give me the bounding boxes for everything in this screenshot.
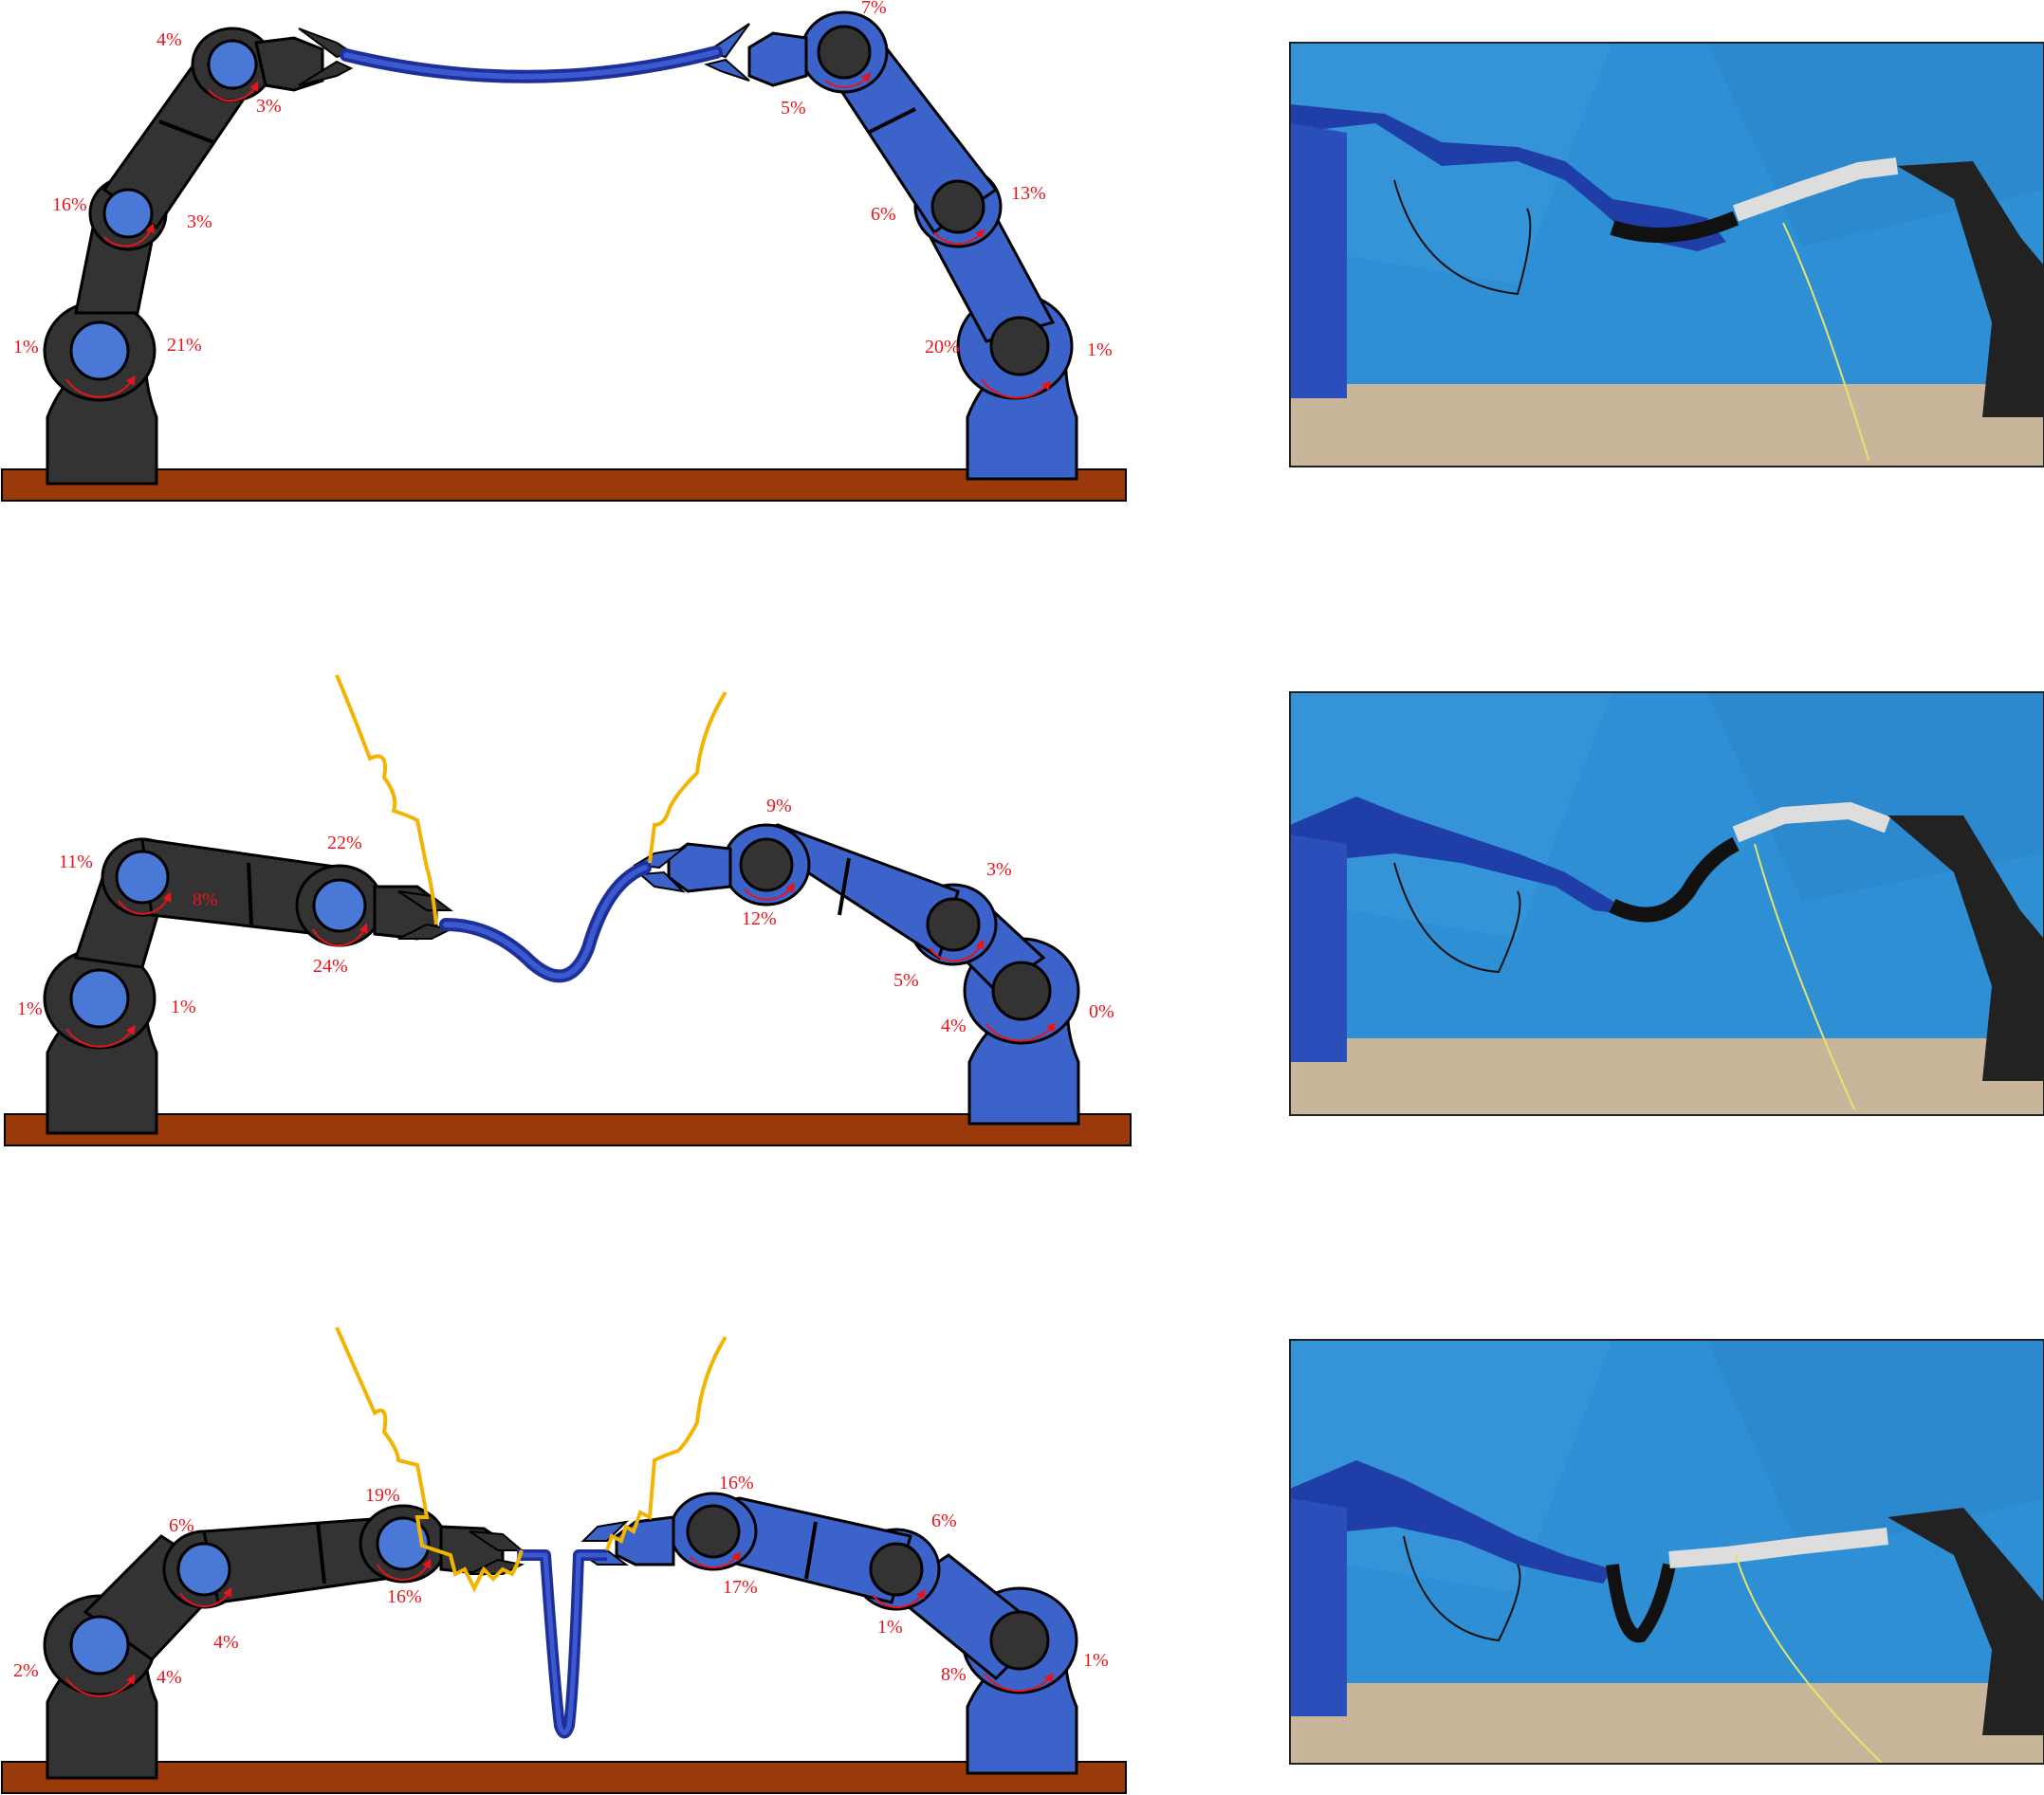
- pct-label: 21%: [167, 335, 202, 356]
- force-trace-right: [605, 1335, 727, 1551]
- pct-label: 9%: [766, 796, 792, 816]
- pct-label: 3%: [187, 211, 212, 232]
- joint-elbow: [926, 897, 981, 952]
- pct-label: 4%: [941, 1016, 967, 1036]
- pct-label: 24%: [313, 956, 348, 977]
- pct-label: 0%: [1089, 1001, 1114, 1022]
- joint-wrist: [207, 39, 258, 90]
- pct-label: 4%: [157, 29, 182, 50]
- pct-label: 6%: [169, 1515, 194, 1536]
- joint-elbow: [176, 1542, 231, 1597]
- pct-label: 17%: [723, 1577, 758, 1598]
- pct-label: 3%: [256, 96, 282, 117]
- pct-label: 1%: [17, 998, 43, 1019]
- pct-label: 19%: [365, 1485, 400, 1506]
- pct-label: 8%: [193, 889, 218, 910]
- joint-base: [69, 321, 130, 381]
- pct-label: 16%: [719, 1473, 754, 1493]
- pct-label: 1%: [13, 337, 39, 357]
- pct-label: 3%: [986, 859, 1012, 880]
- joint-base: [69, 1615, 130, 1676]
- pct-label: 5%: [893, 970, 919, 991]
- pct-label: 8%: [941, 1664, 967, 1685]
- pct-label: 1%: [171, 997, 196, 1017]
- joint-wrist: [376, 1516, 431, 1571]
- joint-base: [69, 968, 130, 1029]
- right-blue-arm: [632, 823, 1080, 1126]
- joint-elbow: [930, 179, 985, 234]
- row-2-photo: [1289, 691, 2044, 1116]
- force-trace-right: [648, 690, 727, 864]
- pct-label: 1%: [1083, 1650, 1109, 1671]
- pct-label: 5%: [781, 98, 806, 119]
- rotation-arrows: [65, 882, 1057, 1048]
- pct-label: 7%: [861, 0, 887, 18]
- pct-label: 4%: [213, 1632, 239, 1653]
- pct-label: 6%: [871, 204, 896, 225]
- joint-elbow: [115, 850, 170, 905]
- row-2-schematic: 11% 8% 22% 24% 1% 1% 9% 12% 3% 5% 4% 0%: [4, 674, 1132, 1146]
- joint-base: [991, 961, 1052, 1021]
- joint-elbow: [869, 1542, 924, 1597]
- row-1-photo: [1289, 42, 2044, 467]
- pct-label: 22%: [327, 833, 362, 853]
- joint-base: [989, 1610, 1050, 1671]
- force-trace-left: [335, 1327, 524, 1593]
- rotation-arrows: [65, 72, 1052, 399]
- pct-label: 4%: [157, 1667, 182, 1688]
- right-blue-arm: [704, 10, 1078, 481]
- pct-label: 6%: [931, 1511, 957, 1531]
- left-dark-arm: [43, 1504, 525, 1780]
- joint-wrist: [312, 878, 367, 933]
- joint-wrist: [686, 1504, 741, 1559]
- pct-label: 12%: [742, 908, 777, 929]
- pct-label: 20%: [925, 337, 960, 357]
- pct-label: 1%: [877, 1617, 903, 1638]
- cable: [439, 861, 652, 983]
- pct-label: 1%: [1087, 339, 1113, 360]
- row-3-schematic: 6% 4% 19% 16% 2% 4% 16% 17% 6% 1% 8% 1%: [1, 1327, 1127, 1794]
- force-trace-left: [335, 674, 438, 925]
- joint-wrist: [739, 837, 794, 892]
- pct-label: 2%: [13, 1660, 39, 1681]
- left-dark-arm: [43, 837, 454, 1135]
- left-dark-arm: [43, 27, 354, 485]
- cable: [517, 1549, 607, 1739]
- table: [1, 468, 1127, 502]
- joint-wrist: [817, 25, 872, 80]
- pct-label: 16%: [387, 1586, 422, 1607]
- row-3-photo: [1289, 1339, 2044, 1765]
- joint-base: [989, 316, 1050, 376]
- pct-label: 13%: [1011, 183, 1046, 204]
- pct-label: 16%: [52, 194, 87, 215]
- row-1-schematic: 4% 3% 16% 3% 1% 21% 7% 5% 6% 13% 20% 1%: [1, 0, 1127, 502]
- pct-label: 11%: [59, 852, 93, 872]
- right-blue-arm: [580, 1492, 1078, 1775]
- rotation-arrows: [65, 1550, 1055, 1697]
- table: [4, 1113, 1132, 1146]
- table: [1, 1761, 1127, 1794]
- joint-elbow: [102, 188, 154, 239]
